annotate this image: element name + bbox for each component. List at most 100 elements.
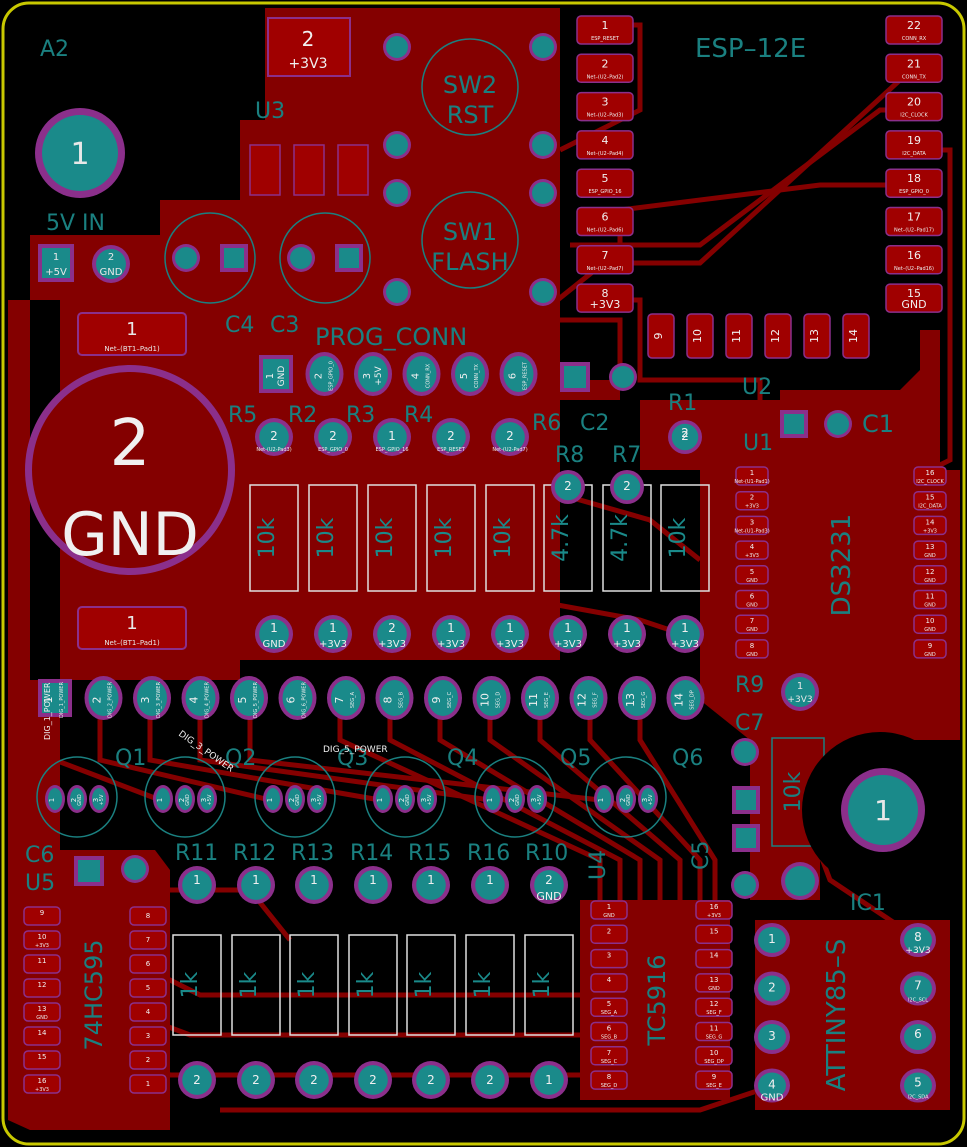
resistor-body [308,484,358,592]
resistor-pad-num: 1 [270,621,278,635]
r15-label: R15 [408,841,451,866]
display-header-pin-num: 8 [382,697,395,704]
resistor-pad-num: 2 [545,873,553,887]
c1-label: C1 [862,410,894,438]
tc5916-pin-num: 4 [607,976,612,984]
c4-label: C4 [225,313,254,338]
tc5916-pin-2 [590,924,628,945]
svg-text:1: 1 [126,319,137,340]
prog-conn-pin-net: ESP_RESET [523,361,529,390]
hc595-pin-net: GND [36,1015,48,1021]
esp-pin-21 [885,53,943,84]
attiny-pin-net: GND [761,1093,784,1104]
hc595-pin-8 [129,906,167,926]
transistor-net: GND [515,794,521,806]
svg-text:GND: GND [100,267,123,278]
esp-pin-16 [885,245,943,275]
tc5916-pin-num: 7 [607,1049,611,1057]
resistor-top-pad [471,866,509,904]
ds3231-pin-num: 6 [750,593,755,601]
display-header-pin-num: 4 [188,697,201,704]
display-header-pin-net: SEG_C [447,691,453,708]
resistor-bottom-pad [295,1061,333,1099]
q3-label: Q3 [337,746,368,771]
hc595-label: 74HC595 [80,939,108,1050]
resistor-pad-net: ESP_GPIO_16 [375,447,408,453]
hc595-pin-num: 6 [146,960,151,968]
hc595-pin-5 [129,978,167,998]
transistor-pin-num: 3 [200,798,208,802]
display-header-pin-net: DIG_2_POWER [108,682,114,718]
ds3231-pin-num: 8 [750,642,754,650]
resistor-pad-num: 2 [506,429,514,443]
display-header-pin-num: 3 [139,697,152,704]
transistor-outline [585,756,667,838]
u4-label: U4 [586,850,611,880]
tc5916-pin-num: 16 [710,903,719,911]
resistor-top-pad [412,866,450,904]
prog-conn-pin-num: 3 [362,373,373,379]
svg-text:+3V3: +3V3 [288,56,327,72]
transistor-net: GND [626,794,632,806]
ds3231-pin-net: GND [746,578,758,584]
u3-pad-1 [249,144,281,196]
hc595-pin-9 [23,906,61,926]
ds3231-pin-net: GND [924,578,936,584]
esp-pin-2 [576,53,634,84]
display-header-pin-net: SEG_D [496,692,502,709]
resistor-value: 1k [354,971,379,998]
hc595-pin-num: 7 [146,936,150,944]
attiny-pin-num: 5 [914,1076,922,1090]
ds3231-pin-4 [735,540,769,560]
prog-conn-pin-net: CONN_RX [426,363,432,388]
tc5916-pin-4 [590,973,628,993]
esp-pin-num: 9 [652,333,665,340]
attiny-pin-num: 2 [768,981,776,995]
resistor-pad-num: 1 [252,873,260,887]
resistor-body [348,934,398,1036]
esp-pin-13 [803,313,831,359]
c2-label: C2 [580,411,609,436]
resistor-body [172,934,222,1036]
r14-label: R14 [350,841,393,866]
resistor-pad-num: 1 [506,621,514,635]
transistor-pin-num: 1 [486,798,494,802]
esp-pin-num: 12 [769,329,782,343]
resistor-pad-num: 2 [270,429,278,443]
transistor-net: +5V [317,794,323,805]
tc5916-pin-3 [590,948,628,969]
hc595-pin-num: 11 [38,957,47,965]
resistor-value: 1k [530,971,555,998]
resistor-pad-num: 1 [623,621,631,635]
resistor-bottom-pad [549,615,587,653]
esp-pin-num: 5 [602,172,609,185]
resistor-pad-num: 1 [193,873,201,887]
hc595-pin-16 [23,1074,61,1094]
resistor-top-pad [610,470,644,504]
transistor-pin-num: 2 [288,798,296,802]
r6-label: R6 [532,411,561,436]
resistor-bottom-pad [471,1061,509,1099]
esp-pin-19 [885,130,943,160]
r16-label: R16 [467,841,510,866]
transistor-net: +5V [537,794,543,805]
display-header-pin-net: DIG_5_POWER [253,682,259,718]
svg-text:2: 2 [302,27,315,51]
ds3231-pin-1 [735,466,769,486]
display-header-pin-net: DIG_1_POWER [59,682,65,718]
resistor-top-pad [354,866,392,904]
resistor-pad-num: 1 [369,873,377,887]
r10-label: R10 [525,841,568,866]
ds3231-pin-num: 12 [926,568,935,576]
resistor-bottom-pad [178,1061,216,1099]
ds3231-pin-net: +3V3 [923,528,937,534]
resistor-pad-num: 2 [369,1073,377,1087]
tc5916-pin-num: 1 [607,903,611,911]
ds3231-pin-num: 11 [926,593,935,601]
transistor-net: +5V [427,794,433,805]
resistor-top-pad [668,420,702,454]
esp-pin-9 [647,313,675,359]
resistor-pad-net: Net-(U2-Pad7) [492,447,527,453]
resistor-pad-num: 2 [193,1073,201,1087]
